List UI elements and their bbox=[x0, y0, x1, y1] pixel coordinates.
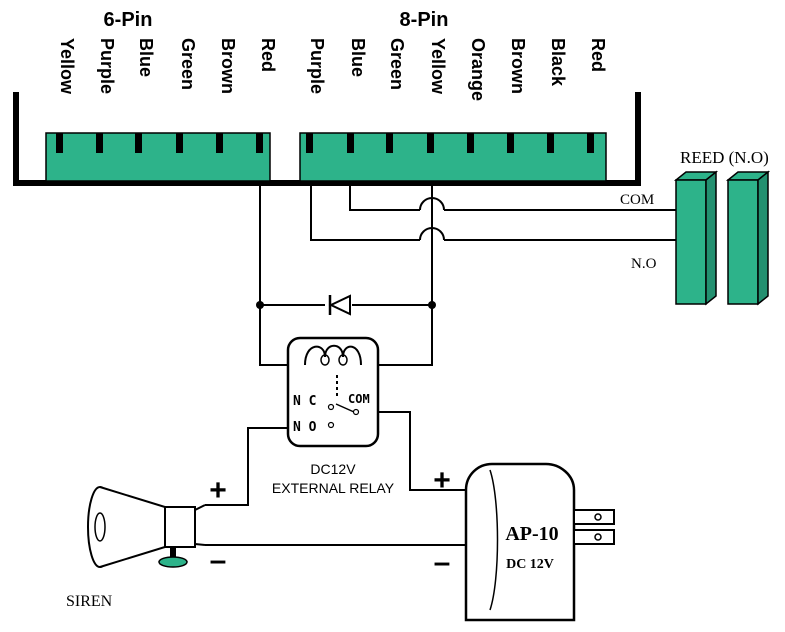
adapter-plus: + bbox=[433, 464, 451, 497]
reed-title: REED (N.O) bbox=[680, 148, 769, 167]
junction-dot bbox=[256, 301, 264, 309]
six-pin-label-5: Brown bbox=[218, 38, 238, 94]
six-pin-label-6: Red bbox=[258, 38, 278, 72]
adapter-voltage: DC 12V bbox=[506, 557, 554, 572]
controller-enclosure bbox=[13, 92, 641, 186]
diode-icon bbox=[328, 294, 351, 316]
siren-minus: – bbox=[210, 544, 227, 577]
six-pin-header: 6-Pin bbox=[104, 9, 153, 31]
eight-pin-label-4: Yellow bbox=[428, 38, 448, 95]
eight-pin-terminal-block bbox=[299, 132, 607, 182]
relay-com-label: COM bbox=[348, 392, 370, 406]
six-pin-labels: Yellow Purple Blue Green Brown Red bbox=[57, 38, 278, 95]
eight-pin-label-5: Orange bbox=[468, 38, 488, 101]
coil-icon bbox=[304, 344, 362, 366]
eight-pin-label-8: Red bbox=[588, 38, 608, 72]
siren-label: SIREN bbox=[66, 593, 113, 610]
plug-prong-bottom bbox=[573, 529, 615, 545]
eight-pin-pins bbox=[306, 133, 594, 153]
siren-plus: + bbox=[209, 474, 227, 507]
six-pin-label-1: Yellow bbox=[57, 38, 77, 95]
external-relay: N C COM N O bbox=[286, 336, 380, 448]
eight-pin-labels: Purple Blue Green Yellow Orange Brown Bl… bbox=[307, 38, 608, 101]
six-pin-label-2: Purple bbox=[97, 38, 117, 94]
junction-dot bbox=[428, 301, 436, 309]
reed-com-label: COM bbox=[620, 192, 654, 208]
reed-no-label: N.O bbox=[631, 256, 657, 272]
eight-pin-label-7: Black bbox=[548, 38, 568, 87]
power-adapter: AP-10 DC 12V bbox=[464, 462, 615, 622]
relay-nc-label: N C bbox=[293, 394, 316, 409]
six-pin-pins bbox=[56, 133, 263, 153]
eight-pin-header: 8-Pin bbox=[400, 9, 449, 31]
plug-prong-top bbox=[573, 509, 615, 525]
relay-caption-line1: DC12V bbox=[310, 461, 356, 477]
six-pin-label-3: Blue bbox=[136, 38, 156, 77]
reed-switch bbox=[673, 170, 771, 306]
eight-pin-label-2: Blue bbox=[348, 38, 368, 77]
six-pin-label-4: Green bbox=[178, 38, 198, 90]
eight-pin-label-1: Purple bbox=[307, 38, 327, 94]
adapter-minus: – bbox=[434, 546, 451, 579]
eight-pin-label-6: Brown bbox=[508, 38, 528, 94]
adapter-model: AP-10 bbox=[505, 523, 558, 545]
relay-caption-line2: EXTERNAL RELAY bbox=[272, 480, 395, 496]
eight-pin-label-3: Green bbox=[387, 38, 407, 90]
six-pin-terminal-block bbox=[45, 132, 271, 182]
siren-icon bbox=[87, 486, 206, 568]
relay-no-label: N O bbox=[293, 420, 317, 435]
wires bbox=[205, 183, 676, 546]
